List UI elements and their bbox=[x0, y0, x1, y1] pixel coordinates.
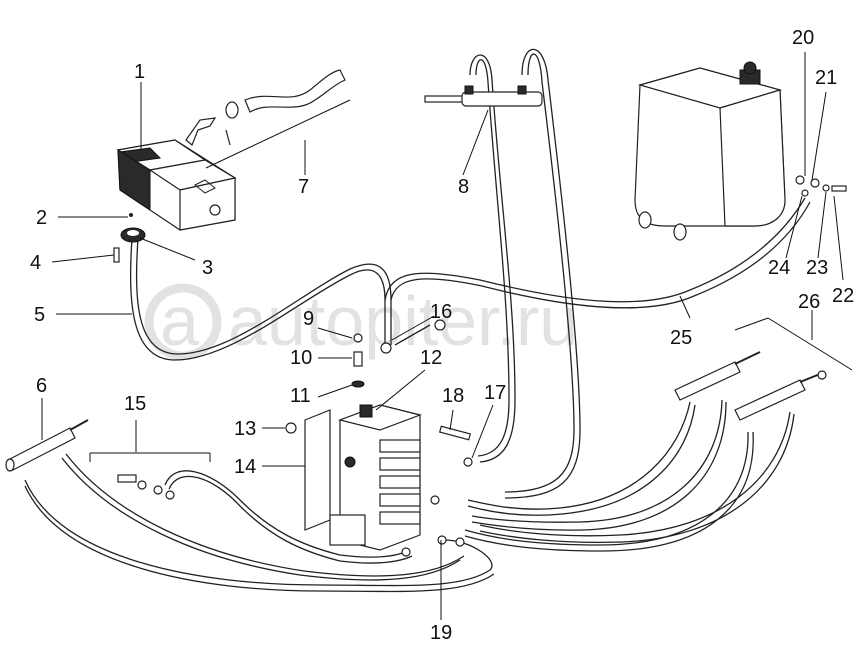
callout-5: 5 bbox=[34, 304, 45, 326]
callout-10: 10 bbox=[290, 347, 312, 369]
callout-25: 25 bbox=[670, 327, 692, 349]
callout-labels: 1 2 3 4 5 6 7 8 9 10 11 12 13 14 15 16 1… bbox=[30, 27, 854, 644]
callout-19: 19 bbox=[430, 622, 452, 644]
part-1-box bbox=[116, 139, 237, 231]
callout-23: 23 bbox=[806, 257, 828, 279]
part-3-cap bbox=[120, 227, 146, 243]
part-12-valve-block bbox=[304, 404, 423, 551]
watermark-text: autopiter.ru bbox=[228, 282, 578, 360]
callout-8: 8 bbox=[458, 176, 469, 198]
watermark-mark: a bbox=[160, 282, 199, 360]
part-8-cylinder bbox=[424, 85, 543, 107]
callout-6: 6 bbox=[36, 375, 47, 397]
callout-21: 21 bbox=[815, 67, 837, 89]
callout-4: 4 bbox=[30, 252, 41, 274]
callout-2: 2 bbox=[36, 207, 47, 229]
callout-13: 13 bbox=[234, 418, 256, 440]
callout-20: 20 bbox=[792, 27, 814, 49]
part-2-point bbox=[129, 213, 133, 217]
callout-26: 26 bbox=[798, 291, 820, 313]
hoses bbox=[24, 48, 811, 593]
callout-7: 7 bbox=[298, 176, 309, 198]
callout-3: 3 bbox=[202, 257, 213, 279]
part-15-fittings bbox=[117, 474, 175, 500]
part-4-bolt bbox=[113, 247, 120, 263]
hydraulic-tank bbox=[634, 61, 786, 241]
callout-24: 24 bbox=[768, 257, 790, 279]
tank-fittings bbox=[795, 175, 847, 197]
part-7-hose bbox=[185, 69, 346, 146]
callout-16: 16 bbox=[430, 301, 452, 323]
callout-12: 12 bbox=[420, 347, 442, 369]
callout-18: 18 bbox=[442, 385, 464, 407]
callout-22: 22 bbox=[832, 285, 854, 307]
part-26-cylinders bbox=[674, 351, 827, 421]
leader-lines bbox=[41, 52, 853, 620]
part-6-cylinder bbox=[5, 419, 89, 472]
callout-11: 11 bbox=[290, 385, 311, 407]
callout-17: 17 bbox=[484, 382, 506, 404]
callout-15: 15 bbox=[124, 393, 146, 415]
callout-1: 1 bbox=[134, 61, 145, 83]
small-fittings bbox=[285, 319, 473, 557]
callout-14: 14 bbox=[234, 456, 256, 478]
callout-9: 9 bbox=[303, 308, 314, 330]
